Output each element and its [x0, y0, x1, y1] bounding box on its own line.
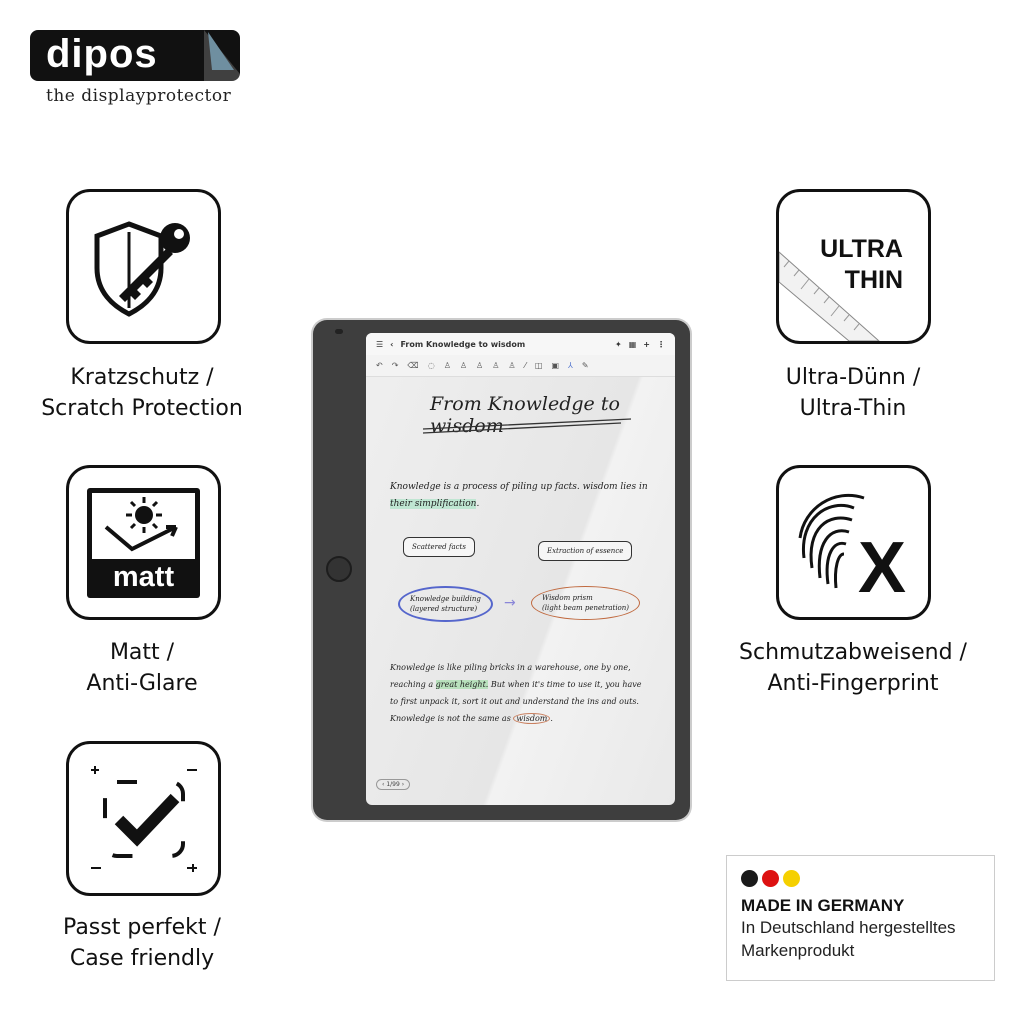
text: Knowledge is like piling bricks in a war…: [390, 663, 631, 672]
camera-icon: [335, 329, 343, 334]
flag-dot-black: [741, 870, 758, 887]
handwritten-heading: From Knowledge to wisdom: [430, 393, 620, 437]
text: But when it's time to use it, you have: [488, 680, 642, 689]
arrow-icon: →: [504, 595, 516, 611]
doc-title: From Knowledge to wisdom: [400, 339, 526, 349]
pen-icon[interactable]: ♙: [476, 361, 484, 370]
ruler-tool-icon[interactable]: ⁄: [524, 361, 526, 370]
text: .: [550, 714, 553, 723]
label-line: Anti-Glare: [86, 671, 198, 696]
germany-line: Markenprodukt: [741, 941, 855, 960]
back-icon[interactable]: ‹: [390, 339, 394, 349]
flag-dot-red: [762, 870, 779, 887]
shield-key-icon: [94, 220, 190, 317]
text: to first unpack it, sort it out and unde…: [390, 697, 639, 706]
home-button: [326, 556, 352, 582]
add-icon[interactable]: +: [643, 339, 650, 349]
paragraph-2: Knowledge is like piling bricks in a war…: [390, 659, 670, 727]
paragraph-1: Knowledge is a process of piling up fact…: [390, 479, 665, 513]
feature-label-case: Passt perfekt / Case friendly: [0, 912, 292, 974]
grid-icon[interactable]: ▦: [628, 339, 637, 349]
flag-dot-gold: [783, 870, 800, 887]
speech-bubble: Scattered facts: [403, 537, 475, 557]
circled-text: wisdom: [513, 713, 551, 724]
feature-label-matt: Matt / Anti-Glare: [0, 637, 292, 699]
scratch-protection-badge: [66, 189, 221, 344]
case-friendly-badge: [66, 741, 221, 896]
more-icon[interactable]: ⋮: [657, 339, 665, 349]
oval-wisdom: Wisdom prism (light beam penetration): [531, 586, 641, 620]
label-line: Matt /: [109, 640, 175, 665]
logo-text: dipos: [46, 32, 158, 76]
thin-text: THIN: [844, 266, 903, 294]
matt-sun-icon: matt: [87, 487, 200, 598]
text: reaching a: [390, 680, 436, 689]
text: (light beam penetration): [542, 604, 630, 612]
eraser-icon[interactable]: ⌫: [407, 361, 419, 370]
brand-logo: dipos: [30, 30, 240, 81]
page-indicator[interactable]: ‹ 1/99 ›: [376, 779, 411, 790]
speech-bubble: Extraction of essence: [538, 541, 633, 561]
mic-icon[interactable]: ✦: [615, 339, 622, 349]
highlight-text: great height.: [435, 680, 489, 689]
ai-icon[interactable]: ⅄: [568, 361, 573, 370]
matt-badge: matt: [66, 465, 221, 620]
redo-icon[interactable]: ↷: [391, 361, 399, 370]
feature-label-fingerprint: Schmutzabweisend / Anti-Fingerprint: [703, 637, 1003, 699]
tablet-device: ☰ ‹ From Knowledge to wisdom ✦ ▦ + ⋮ ↶ ↷ ⌫ ◌ ♙ ♙…: [313, 320, 690, 820]
text: .: [476, 499, 480, 509]
feature-label-thin: Ultra-Dünn / Ultra-Thin: [703, 362, 1003, 424]
heading-underline: [422, 418, 632, 434]
pen-icon[interactable]: ♙: [459, 361, 468, 370]
flag-dots: [741, 870, 980, 892]
screen-titlebar: ☰ ‹ From Knowledge to wisdom ✦ ▦ + ⋮: [366, 333, 675, 355]
lasso-icon[interactable]: ◌: [427, 361, 435, 370]
matt-text: matt: [112, 560, 175, 593]
brand-tagline: the displayprotector: [46, 86, 232, 106]
label-line: Ultra-Thin: [799, 396, 907, 421]
pencil-icon[interactable]: ✎: [581, 361, 589, 370]
tablet-screen: ☰ ‹ From Knowledge to wisdom ✦ ▦ + ⋮ ↶ ↷ ⌫ ◌ ♙ ♙…: [366, 333, 675, 805]
checkmark-frame-icon: [90, 765, 197, 872]
label-line: Scratch Protection: [41, 396, 243, 421]
germany-line: In Deutschland hergestelltes: [741, 918, 956, 937]
anti-fingerprint-badge: X: [776, 465, 931, 620]
pen-icon[interactable]: ♙: [443, 361, 451, 370]
text-box-icon[interactable]: ▣: [551, 361, 560, 370]
germany-title: MADE IN GERMANY: [741, 896, 905, 915]
ultra-text: ULTRA: [820, 235, 903, 263]
fingerprint-x-icon: X: [798, 493, 906, 598]
svg-text:X: X: [858, 528, 906, 598]
highlight-text: their simplification: [390, 499, 477, 509]
logo-corner-icon: [204, 30, 240, 81]
ruler-icon: [779, 251, 880, 341]
oval-knowledge: Knowledge building (layered structure): [398, 586, 493, 622]
text: (layered structure): [410, 605, 478, 613]
page-number: 1/99: [386, 781, 400, 788]
made-in-germany-badge: MADE IN GERMANY In Deutschland hergestel…: [726, 855, 995, 981]
label-line: Schmutzabweisend /: [739, 640, 967, 665]
feature-label-scratch: Kratzschutz / Scratch Protection: [0, 362, 292, 424]
undo-icon[interactable]: ↶: [376, 361, 383, 370]
menu-icon[interactable]: ☰: [376, 339, 384, 349]
text: Knowledge is not the same as: [390, 714, 514, 723]
text: Wisdom prism: [542, 594, 593, 602]
pen-icon[interactable]: ♙: [508, 361, 516, 370]
text: Knowledge is a process of piling up fact…: [390, 482, 648, 492]
pen-icon[interactable]: ♙: [492, 361, 500, 370]
text: Knowledge building: [410, 595, 481, 603]
label-line: Anti-Fingerprint: [767, 671, 939, 696]
screen-toolbar: ↶ ↷ ⌫ ◌ ♙ ♙ ♙ ♙ ♙ ⁄ ◫ ▣ ⅄ ✎: [366, 355, 675, 377]
label-line: Case friendly: [69, 946, 215, 971]
shape-icon[interactable]: ◫: [534, 361, 543, 370]
ultra-thin-badge: ULTRA THIN: [776, 189, 931, 344]
label-line: Ultra-Dünn /: [785, 365, 921, 390]
label-line: Passt perfekt /: [63, 915, 221, 940]
label-line: Kratzschutz /: [70, 365, 214, 390]
